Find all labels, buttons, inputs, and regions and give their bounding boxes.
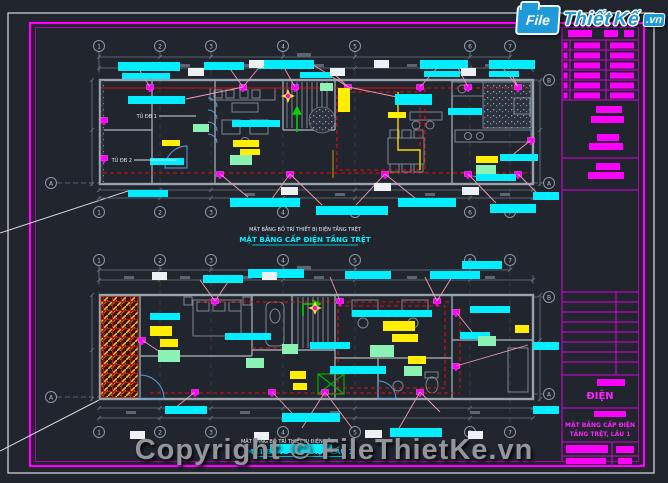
electrical-wiring-first (150, 301, 461, 394)
axis-label: 1 (97, 430, 101, 437)
axis-label: 3 (209, 258, 213, 265)
title-block-redactions (563, 30, 634, 464)
sheet-title-line1: MẶT BẰNG CẤP ĐIỆN (565, 421, 635, 429)
axis-label: 5 (353, 258, 357, 265)
axis-label: 3 (209, 44, 213, 51)
axis-bubbles-sides: A B A (45, 291, 555, 403)
outer-white-border (7, 12, 655, 474)
sheet-title-line2: TẦNG TRỆT, LẦU 1 (570, 429, 631, 438)
axis-label: 2 (158, 430, 162, 437)
logo-word-file: File (525, 12, 551, 28)
axis-label: A (49, 181, 54, 188)
leader-lines-ground (139, 63, 539, 206)
logo-word-thiet: Thiết (562, 9, 612, 30)
caption-ground: MẶT BẰNG BỐ TRÍ THIẾT BỊ ĐIỆN TẦNG TRỆT … (239, 225, 371, 246)
highlight-bars-first (130, 261, 559, 453)
axis-label: 5 (353, 430, 357, 437)
copyright-watermark: Copyright © FileThietKe.vn (134, 434, 534, 466)
axis-label: 4 (281, 44, 285, 51)
walls-ground-floor (98, 78, 535, 186)
electrical-wiring-ground (103, 87, 531, 178)
highlight-bars-ground (118, 60, 559, 215)
external-leader-lines (0, 189, 132, 452)
discipline-label: ĐIỆN (586, 389, 613, 402)
axis-bubbles-sides: A B A (45, 74, 555, 189)
plant-symbol (308, 106, 336, 134)
axis-label: 2 (158, 210, 162, 217)
axis-label: A (547, 392, 552, 399)
caption-subtitle: MẶT BẰNG BỐ TRÍ THIẾT BỊ ĐIỆN TẦNG TRỆT (249, 225, 362, 233)
axis-label: 4 (281, 210, 285, 217)
caption-subtitle: MẶT BẰNG BỐ TRÍ THIẾT BỊ ĐIỆN LẦU 1 (241, 437, 339, 445)
site-logo: File Thiết Kế .vn (514, 5, 666, 35)
leader-lines-first (141, 276, 529, 431)
floor-plan-ground: 1 2 3 4 5 6 7 1 2 3 4 5 6 7 A B A (45, 40, 559, 246)
axis-label: 3 (209, 430, 213, 437)
axis-label: 2 (158, 44, 162, 51)
caption-first: MẶT BẰNG BỐ TRÍ THIẾT BỊ ĐIỆN LẦU 1 MẶT … (241, 437, 354, 457)
left-wall-hatch (100, 80, 104, 184)
furniture-first (183, 296, 529, 394)
axis-label: 4 (281, 430, 285, 437)
panel-labels-ground: TỦ ĐB 1 TỦ ĐB 2 (111, 112, 196, 164)
axis-label: 4 (281, 258, 285, 265)
axis-label: 1 (97, 44, 101, 51)
axis-label: 7 (508, 44, 512, 51)
axis-label: 7 (508, 258, 512, 265)
axis-label: 1 (97, 258, 101, 265)
title-block: ĐIỆN MẶT BẰNG CẤP ĐIỆN TẦNG TRỆT, LẦU 1 (561, 28, 638, 466)
magenta-border-inner (35, 27, 639, 462)
kitchen-wall-hatch (482, 81, 532, 129)
magenta-border-outer (28, 21, 646, 468)
axis-label: A (49, 395, 54, 402)
caption-title: MẶT BẰNG CẤP ĐIỆN LẦU 1 (247, 446, 354, 456)
logo-word-vn: .vn (642, 13, 666, 27)
axis-label: A (547, 181, 552, 188)
logo-word-ke: Kế (613, 9, 640, 30)
panel-label: TỦ ĐB 1 (136, 112, 157, 120)
axis-label: 6 (468, 44, 472, 51)
axis-label: 3 (209, 210, 213, 217)
folder-icon: File (514, 5, 561, 35)
axis-label: 5 (353, 44, 357, 51)
axis-label: 1 (97, 210, 101, 217)
axis-label: 7 (508, 430, 512, 437)
caption-title: MẶT BẰNG CẤP ĐIỆN TẦNG TRỆT (239, 234, 371, 244)
furniture-ground (209, 81, 532, 173)
axis-label: 6 (468, 210, 472, 217)
panel-label: TỦ ĐB 2 (111, 156, 132, 164)
axis-bubbles-top: 1 2 3 4 5 6 7 (93, 254, 516, 270)
sheet-borders (7, 12, 655, 474)
axis-label: B (547, 78, 551, 85)
axis-bubbles-bottom: 1 2 3 4 5 6 7 (93, 206, 516, 218)
axis-bubbles-top: 1 2 3 4 5 6 7 (93, 40, 516, 57)
void-hatch-area (100, 296, 139, 398)
floor-plan-first: 1 2 3 4 5 6 7 1 2 3 4 5 6 7 A B A (45, 254, 559, 457)
axis-label: B (547, 295, 551, 302)
axis-label: 2 (158, 258, 162, 265)
